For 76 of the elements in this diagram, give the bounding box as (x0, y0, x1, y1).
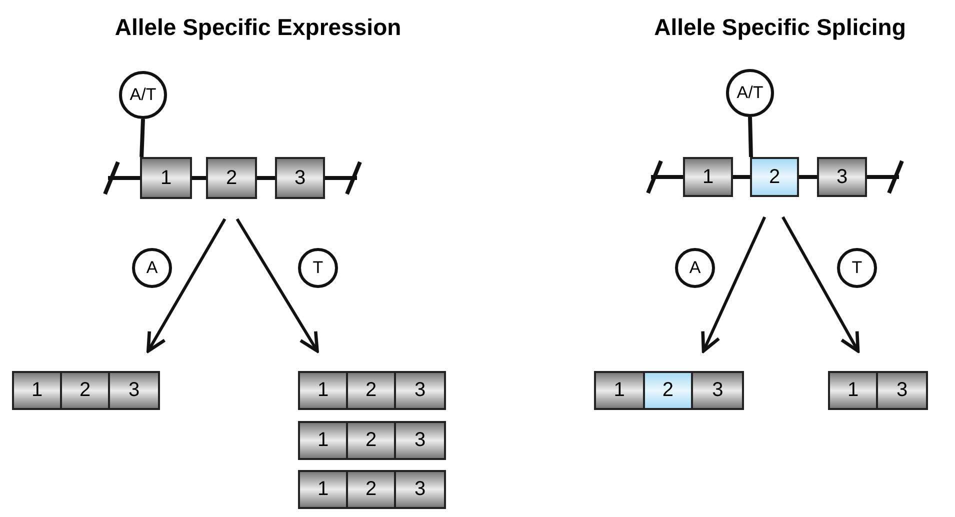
allele-circle (726, 69, 774, 117)
panel-title: Allele Specific Splicing (654, 14, 906, 41)
panel-title: Allele Specific Expression (114, 14, 402, 41)
arrow (701, 216, 766, 353)
exon-number: 3 (836, 166, 848, 188)
arrow (236, 218, 319, 353)
exon-segment (396, 472, 444, 507)
exon-segment (300, 373, 348, 408)
exon-segment (396, 423, 444, 458)
transcript-bar (12, 371, 160, 410)
exon-box (750, 157, 799, 197)
exon-segment (62, 373, 110, 408)
exon-number: 3 (414, 379, 426, 402)
exon-number: 3 (414, 478, 426, 501)
exon-number: 3 (896, 379, 908, 402)
transcript-bar (298, 371, 446, 410)
allele-label: A/T (130, 85, 156, 105)
exon-box (817, 157, 867, 197)
allele-label: T (852, 258, 862, 278)
exon-box (140, 157, 192, 199)
exon-number: 3 (128, 379, 140, 402)
exon-number: 2 (768, 166, 780, 188)
exon-segment (693, 373, 742, 408)
exon-number: 1 (614, 379, 625, 402)
exon-number: 2 (365, 379, 377, 402)
exon-segment (644, 373, 694, 408)
exon-segment (300, 423, 348, 458)
transcript-bar (828, 371, 928, 410)
exon-number: 3 (414, 429, 426, 452)
transcript-bar (298, 470, 446, 509)
allele-label: A/T (736, 83, 764, 103)
exon-number: 2 (79, 379, 91, 402)
connector-line (748, 116, 753, 158)
exon-segment (596, 373, 645, 408)
allele-circle (132, 248, 172, 288)
exon-number: 1 (317, 429, 329, 452)
allele-circle (119, 71, 167, 119)
exon-number: 1 (702, 166, 714, 188)
exon-number: 1 (317, 478, 329, 501)
connector-line (140, 118, 145, 158)
connector-line (733, 175, 750, 179)
allele-circle (837, 248, 877, 288)
exon-number: 2 (226, 166, 238, 190)
exon-number: 3 (712, 379, 724, 402)
exon-number: 1 (847, 379, 859, 402)
exon-segment (348, 423, 396, 458)
connector-line (192, 176, 206, 180)
allele-label: T (312, 258, 324, 278)
exon-segment (348, 373, 396, 408)
exon-number: 2 (662, 379, 674, 402)
exon-number: 2 (365, 478, 377, 501)
exon-segment (396, 373, 444, 408)
transcript-bar (594, 371, 744, 410)
connector-line (257, 176, 275, 180)
arrow (146, 218, 226, 353)
exon-number: 1 (31, 379, 43, 402)
exon-segment (878, 373, 926, 408)
connector-line (799, 175, 817, 179)
exon-segment (300, 472, 348, 507)
allele-circle (298, 248, 338, 288)
exon-box (683, 157, 733, 197)
exon-number: 3 (294, 166, 306, 190)
exon-number: 2 (365, 429, 377, 452)
allele-circle (675, 248, 715, 288)
transcript-bar (298, 421, 446, 460)
allele-label: A (689, 258, 701, 278)
exon-box (275, 157, 325, 199)
exon-segment (348, 472, 396, 507)
exon-segment (110, 373, 158, 408)
exon-number: 1 (160, 166, 172, 190)
exon-number: 1 (317, 379, 329, 402)
arrow (782, 216, 860, 353)
exon-box (206, 157, 257, 199)
exon-segment (14, 373, 62, 408)
allele-label: A (146, 258, 158, 278)
exon-segment (830, 373, 878, 408)
